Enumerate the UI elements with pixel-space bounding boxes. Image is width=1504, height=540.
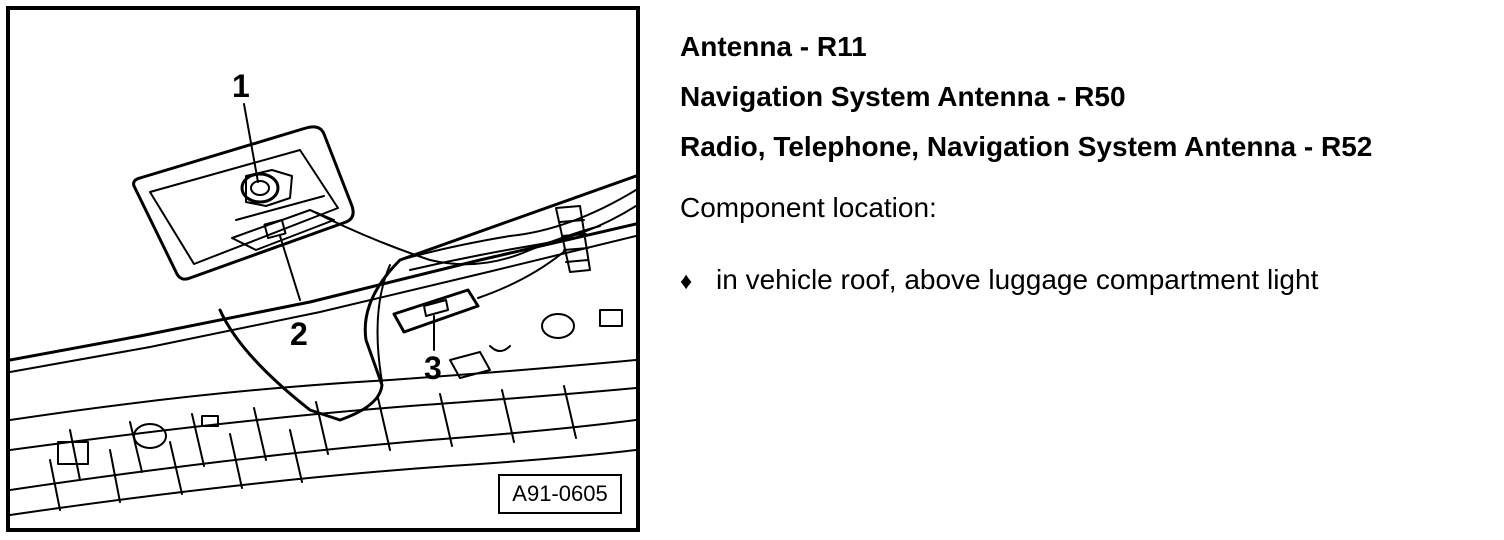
location-bullet: ♦ in vehicle roof, above luggage compart… <box>680 262 1490 300</box>
location-text: in vehicle roof, above luggage compartme… <box>716 264 1319 295</box>
text-panel: Antenna - R11 Navigation System Antenna … <box>680 22 1490 300</box>
callout-1: 1 <box>232 68 250 104</box>
heading-radio-telephone-navigation-antenna-r52: Radio, Telephone, Navigation System Ante… <box>680 131 1373 162</box>
callout-3: 3 <box>424 350 442 386</box>
heading-navigation-antenna-r50: Navigation System Antenna - R50 <box>680 81 1126 112</box>
callout-2: 2 <box>290 316 308 352</box>
roof-antenna-drawing <box>10 103 636 516</box>
figure-id-label: A91-0605 <box>498 474 622 514</box>
diamond-bullet-icon: ♦ <box>680 268 693 295</box>
heading-antenna-r11: Antenna - R11 <box>680 31 867 62</box>
component-location-label: Component location: <box>680 192 937 223</box>
figure-illustration: 1 2 3 A91-0605 <box>6 6 640 532</box>
